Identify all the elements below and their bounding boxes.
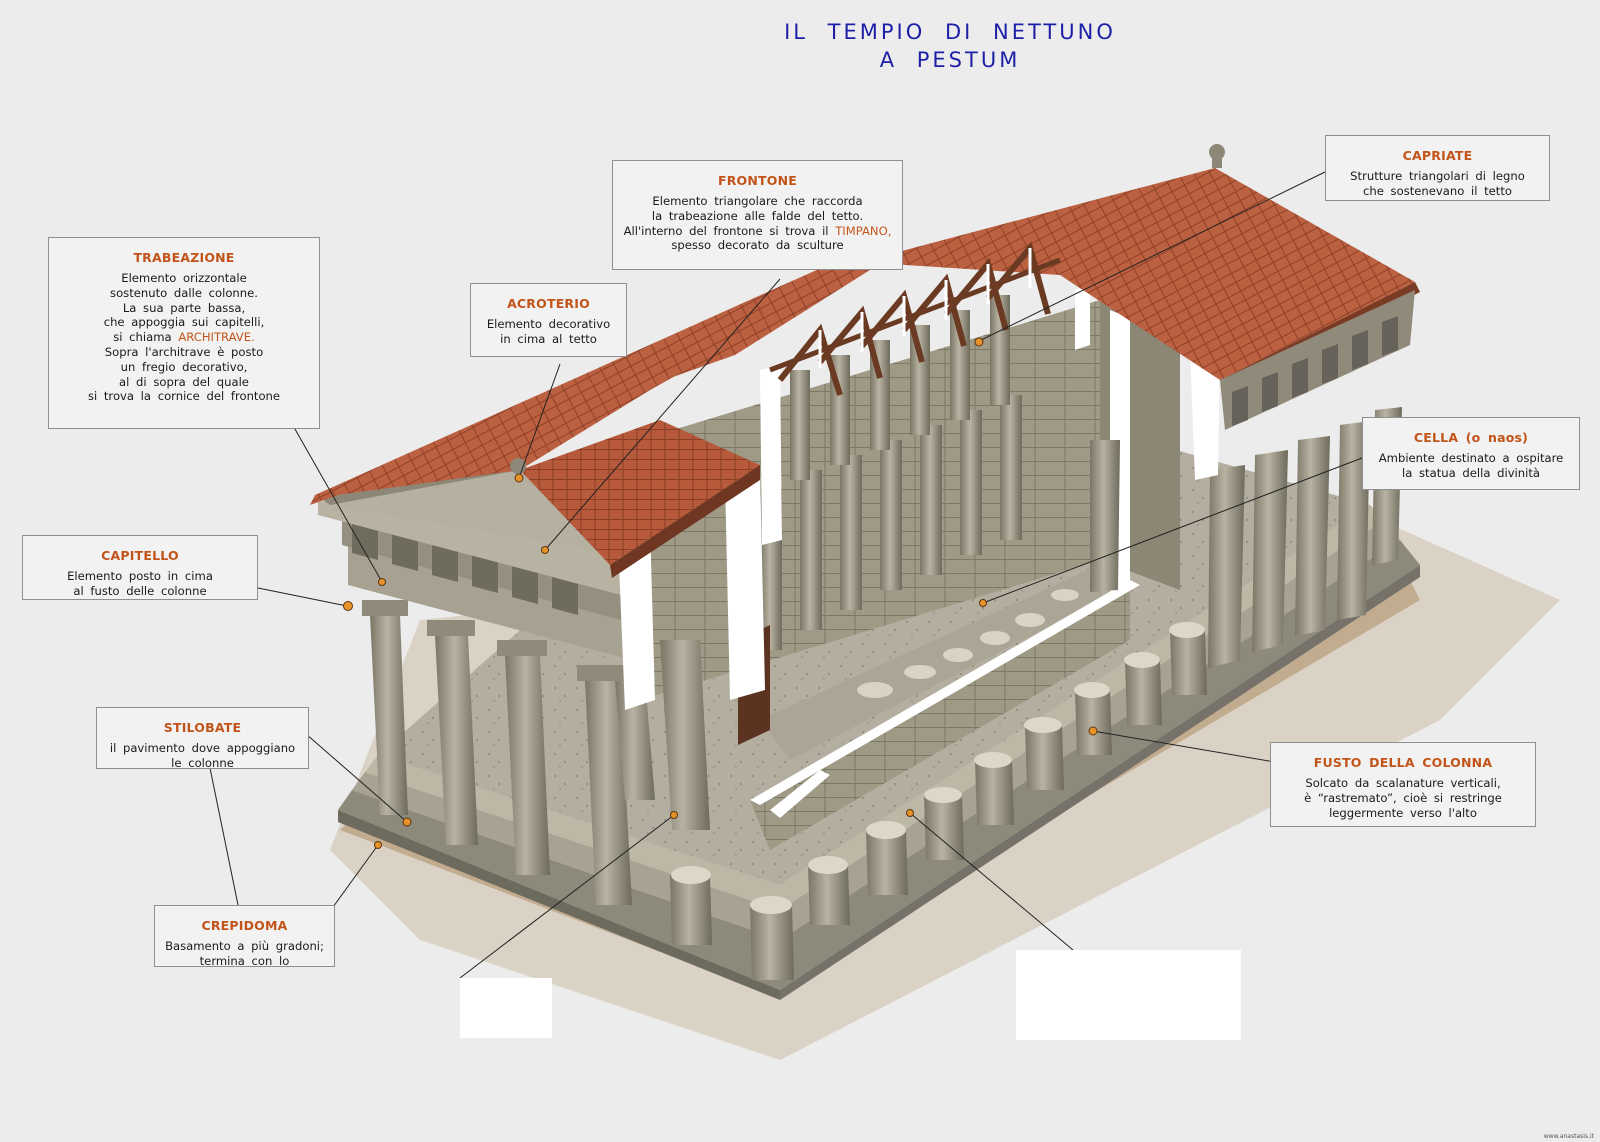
label-trabeazione: TRABEAZIONE Elemento orizzontale sostenu…	[48, 237, 320, 429]
roof-back	[860, 168, 1420, 430]
truss-posts	[818, 248, 1032, 368]
label-text: Elemento posto in cima al fusto delle co…	[67, 569, 213, 598]
white-patch-right	[1016, 950, 1241, 1040]
inner-columns	[760, 295, 1022, 650]
label-text: il pavimento dove appoggiano le colonne	[109, 741, 296, 770]
acroterion	[510, 144, 1225, 474]
label-title: FUSTO DELLA COLONNA	[1313, 755, 1493, 770]
label-capriate: CAPRIATE Strutture triangolari di legno …	[1325, 135, 1550, 201]
front-columns	[362, 600, 710, 905]
cella-floor	[760, 560, 1110, 760]
label-title: STILOBATE	[163, 720, 242, 735]
label-text: Elemento orizzontale sostenuto dalle col…	[49, 271, 319, 404]
label-text: Strutture triangolari di legno che soste…	[1350, 169, 1525, 198]
label-text-part: Sopra l'architrave è posto un fregio dec…	[87, 344, 281, 404]
label-title: CAPRIATE	[1402, 148, 1473, 163]
label-title: TRABEAZIONE	[133, 250, 235, 265]
label-stilobate: STILOBATE il pavimento dove appoggiano l…	[96, 707, 309, 770]
roof-front	[310, 255, 880, 578]
label-title: FRONTONE	[717, 173, 797, 188]
label-text: Basamento a più gradoni; termina con lo	[165, 939, 324, 968]
label-text: Ambiente destinato a ospitare la statua …	[1378, 451, 1564, 480]
label-title: ACROTERIO	[507, 296, 590, 311]
label-text-part: Elemento orizzontale sostenuto dalle col…	[103, 271, 265, 345]
label-title: CELLA (o naos)	[1413, 430, 1529, 445]
label-cella: CELLA (o naos) Ambiente destinato a ospi…	[1362, 417, 1580, 490]
leader-lines	[209, 171, 1363, 979]
label-acroterio: ACROTERIO Elemento decorativo in cima al…	[470, 283, 627, 357]
marker-dots	[343, 337, 1098, 849]
footer-credit: www.anastasis.it	[1543, 1133, 1594, 1140]
label-title: CREPIDOMA	[201, 918, 288, 933]
label-crepidoma: CREPIDOMA Basamento a più gradoni; termi…	[154, 905, 335, 968]
label-highlight: TIMPANO,	[835, 223, 892, 238]
label-title: CAPITELLO	[101, 548, 179, 563]
label-text: Solcato da scalanature verticali, è “ras…	[1304, 776, 1502, 820]
column-stubs	[670, 622, 1207, 980]
label-text-part: Elemento triangolare che raccorda la tra…	[623, 194, 864, 238]
label-text: Elemento triangolare che raccorda la tra…	[613, 194, 902, 253]
label-frontone: FRONTONE Elemento triangolare che raccor…	[612, 160, 903, 270]
label-text-part: spesso decorato da sculture	[671, 238, 844, 253]
label-highlight: ARCHITRAVE.	[178, 330, 255, 345]
label-capitello: CAPITELLO Elemento posto in cima al fust…	[22, 535, 258, 600]
label-fusto-colonna: FUSTO DELLA COLONNA Solcato da scalanatu…	[1270, 742, 1536, 827]
cut-sections	[618, 285, 1220, 818]
label-text: Elemento decorativo in cima al tetto	[486, 317, 611, 346]
cella-side-wall	[750, 310, 1140, 850]
page-title: IL TEMPIO DI NETTUNO	[784, 20, 1116, 44]
page-subtitle: A PESTUM	[879, 48, 1021, 72]
white-patch-left	[460, 978, 552, 1038]
